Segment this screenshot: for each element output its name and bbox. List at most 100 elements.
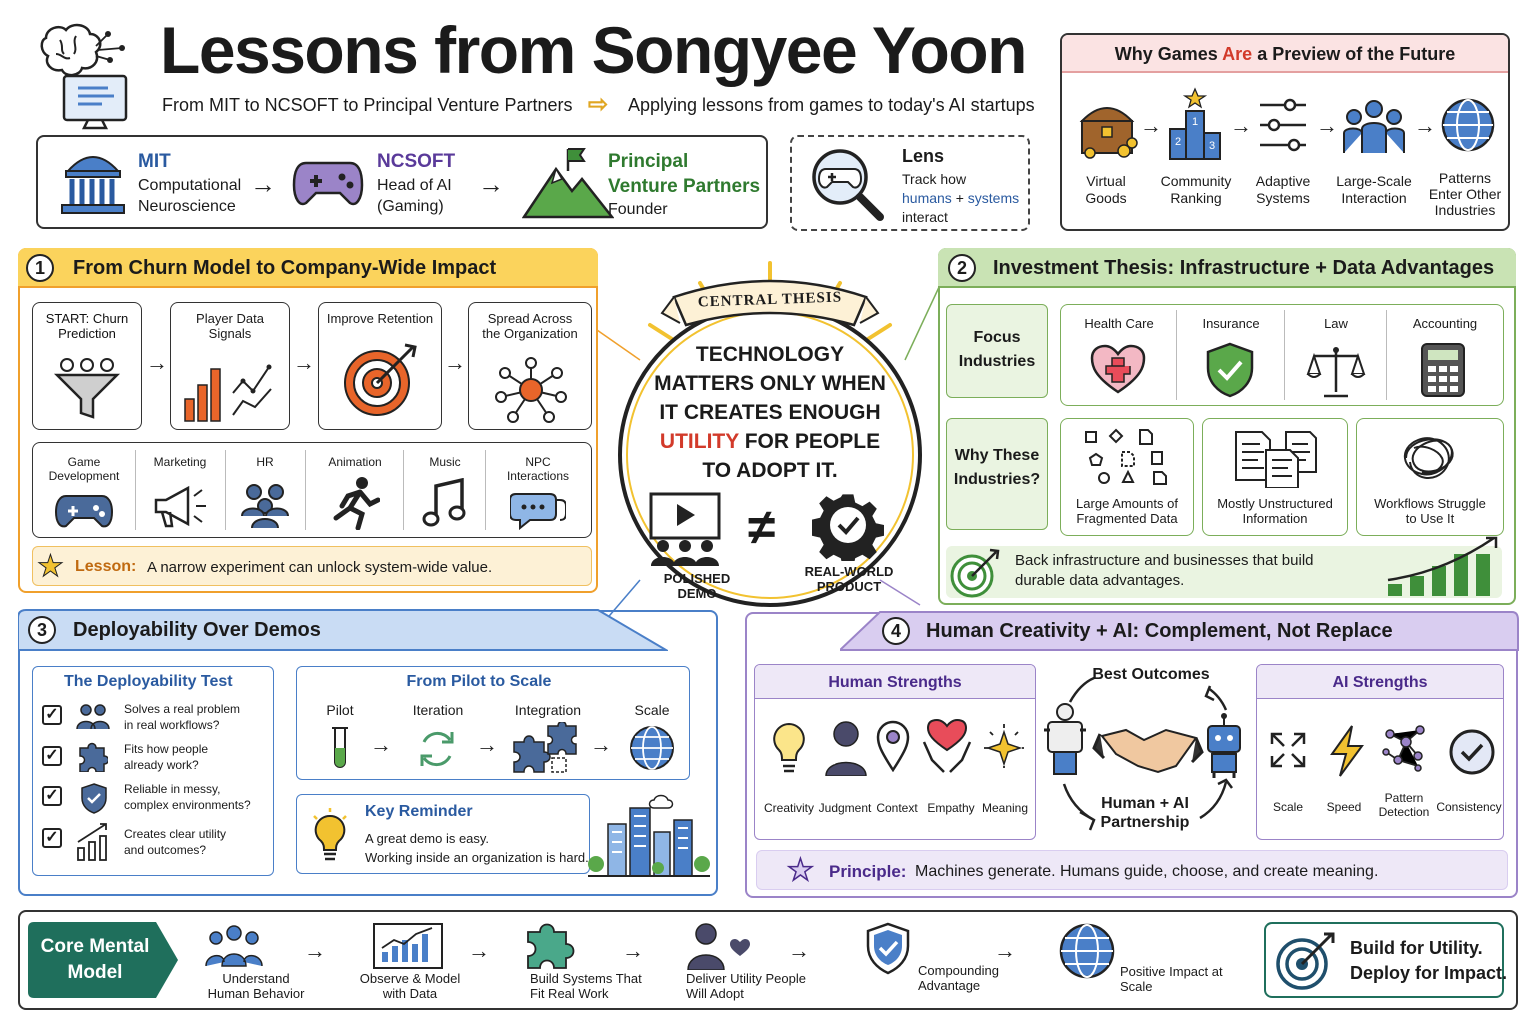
pvp-role: Founder [608,201,668,218]
magnifier-gamepad-icon [812,149,884,221]
gamepad-icon [292,161,364,206]
people-icon [205,925,263,967]
divider [135,450,136,530]
puzzle-icon [79,742,108,772]
check-circle-icon [1449,729,1495,775]
impact-areas [32,442,592,538]
person-heart-icon [687,923,750,970]
brain-computer-icon [40,23,128,130]
star-icon: ★ [37,550,65,584]
thesis-line: IT CREATES ENOUGH [659,401,881,424]
growth-icon [77,823,107,861]
arrow-icon: → [622,938,644,963]
mit-name: MIT [138,151,171,172]
final-line2: Deploy for Impact. [1350,963,1508,983]
section3-tab [18,609,668,651]
lesson-callout: ★ Lesson: A narrow experiment can unlock… [32,546,592,586]
megaphone-icon [154,485,206,528]
arrow-icon: → [590,732,612,757]
pvp-name-2: Venture Partners [608,176,761,197]
games-title-pre: Why Games [1114,44,1218,64]
churn-step: Improve Retention [318,302,442,430]
area-label: Marketing [153,455,207,469]
area-label: Animation [328,455,382,469]
pattern-network-icon [1382,725,1425,772]
arrow-right-icon: ⇨ [588,91,609,118]
section4-title: Human Creativity + AI: Complement, Not R… [926,620,1393,642]
principle-text: Machines generate. Humans guide, choose,… [915,863,1379,880]
test-tube-icon [332,727,348,768]
puzzle-icon [513,722,577,773]
divider [305,450,306,530]
ai-title: AI Strengths [1332,674,1428,691]
divider [1386,310,1387,400]
page-title: Lessons from Songyee Yoon [160,13,1027,87]
arrow-icon: → [146,350,168,375]
divider [1284,310,1285,400]
network-hub-icon [495,357,567,423]
reminder-title: Key Reminder [365,803,473,820]
lightning-icon [1330,725,1364,777]
subtitle-right: Applying lessons from games to today's A… [628,95,1035,115]
shield-check-icon [866,922,910,975]
area-label: HR [256,455,274,469]
svg-text:1: 1 [1192,116,1198,128]
arrow-icon: → [478,169,504,199]
target-icon [950,548,1000,598]
sparkle-icon [984,724,1024,768]
arrow-icon: → [1230,113,1252,138]
sliders-icon [1260,98,1306,152]
reminder-line2: Working inside an organization is hard. [365,850,589,865]
mountain-flag-icon [522,148,614,219]
ai-label: Speed [1326,800,1362,814]
arrow-icon: → [293,350,315,375]
thinking-person-icon [825,721,867,776]
focus-label-box [946,304,1048,398]
analytics-icon [373,923,443,969]
cycle-icon [420,731,454,767]
runner-icon [333,477,380,530]
human-label: Empathy [927,801,975,815]
ai-strengths: AI Strengths [1256,664,1504,840]
check-text: Reliable in messy,complex environments? [124,782,251,812]
lesson-label: Lesson: [75,558,137,575]
pvp-name-1: Principal [608,151,689,172]
lesson-text: A narrow experiment can unlock system-wi… [147,559,493,576]
human-title-bar [755,665,1035,699]
games-title-are: Are [1222,44,1253,64]
ai-title-bar [1257,665,1503,699]
industry-label: Law [1324,316,1348,331]
arrow-icon: → [476,732,498,757]
fragmented-data-icon [1085,428,1167,485]
section4-number: 4 [882,617,910,645]
arrow-icon: → [304,938,326,963]
reason-card [1060,418,1194,536]
shield-check-icon [1206,342,1254,398]
lightbulb-icon [313,808,347,861]
principle-label: Principle: [829,862,907,881]
star-outline-icon: ★ [786,853,814,888]
ai-label: Consistency [1436,800,1502,814]
partnership-diagram [1044,676,1241,831]
section1-number: 1 [26,254,54,282]
checkbox: ✓ [42,746,62,766]
lens-line2: humans + systems [902,190,1019,206]
puzzle-icon [527,923,575,969]
human-label: Creativity [763,801,814,815]
games-title-post: a Preview of the Future [1257,44,1456,64]
final-message-box [1264,922,1504,998]
pilot-title: From Pilot to Scale [406,673,552,690]
thesis-callout [946,546,1502,598]
